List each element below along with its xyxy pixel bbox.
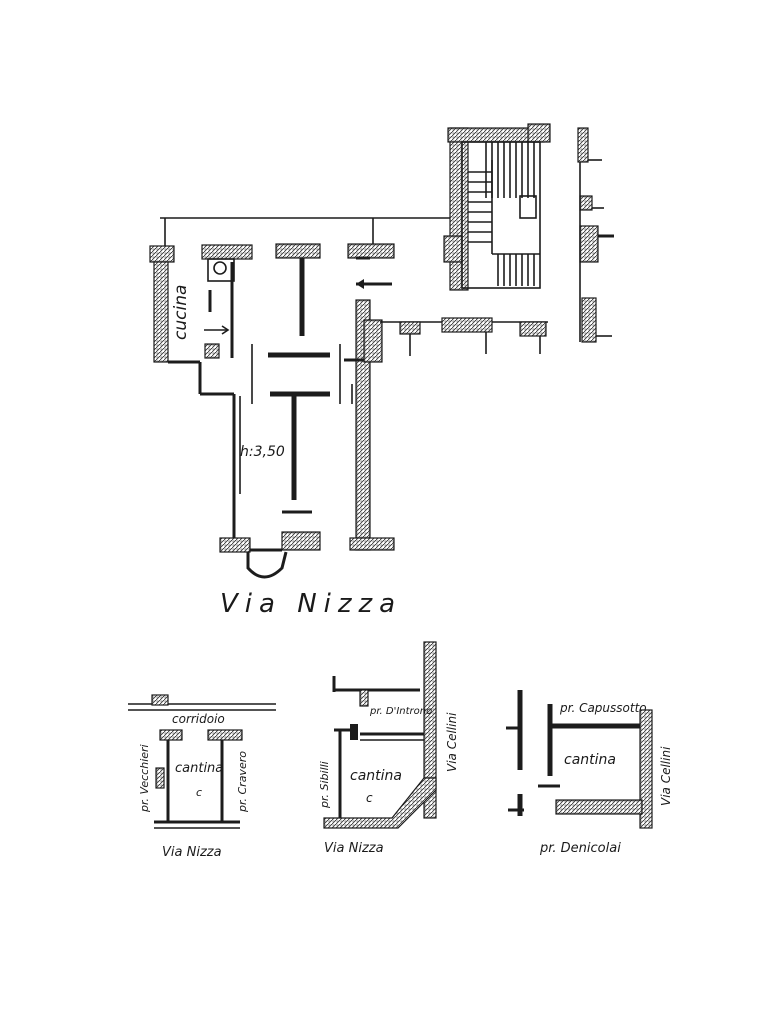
cellar-plan-2: pr. D'Introno cantina c pr. Sibilli Via … — [318, 641, 459, 856]
cellar-1-right-neighbor: pr. Cravero — [236, 751, 249, 813]
cellar-3-top-neighbor: pr. Capussotto — [559, 701, 647, 715]
cellar-3-room-label: cantina — [564, 752, 616, 768]
ceiling-height-label: h:3,50 — [240, 444, 285, 460]
cellar-1-street-label: Via Nizza — [162, 845, 222, 860]
cellar-3-side-street: Via Cellini — [659, 746, 673, 806]
main-floor-plan: cucina h:3,50 Via Nizza — [149, 123, 614, 619]
corridor-label: corridoio — [172, 712, 225, 726]
svg-text:c: c — [196, 786, 202, 799]
cellar-2-side-street: Via Cellini — [445, 712, 459, 772]
svg-text:c: c — [366, 791, 373, 805]
cellar-plan-3: pr. Capussotto cantina pr. Denicolai Via… — [506, 690, 673, 856]
cellar-3-bottom-neighbor: pr. Denicolai — [539, 841, 621, 856]
cellar-2-room-label: cantina — [350, 768, 402, 784]
cellar-1-room-label: cantina — [175, 761, 223, 776]
cellar-2-street-label: Via Nizza — [324, 841, 384, 856]
cellar-2-left-neighbor: pr. Sibilli — [318, 761, 331, 809]
cellar-plan-1: corridoio cantina c pr. Vecchieri pr. Cr… — [128, 694, 276, 860]
kitchen-label: cucina — [171, 285, 191, 340]
street-label-via-nizza: Via Nizza — [220, 589, 402, 619]
cellar-2-top-neighbor: pr. D'Introno — [369, 706, 432, 717]
cellar-1-left-neighbor: pr. Vecchieri — [138, 744, 151, 813]
staircase-icon — [468, 142, 540, 286]
